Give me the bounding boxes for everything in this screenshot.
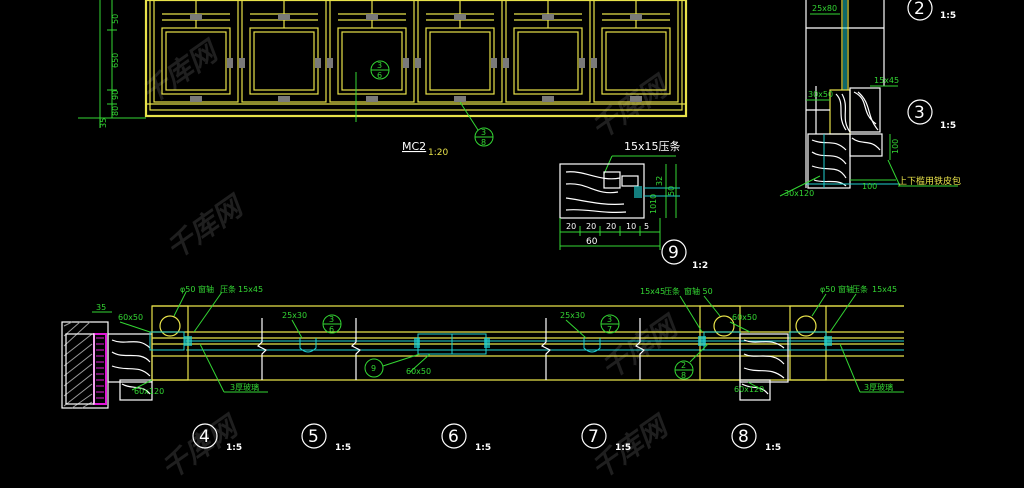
callout-scale: 1:2 xyxy=(692,261,708,271)
detail9-total: 60 xyxy=(586,237,598,247)
callout-5: 5 1:5 xyxy=(301,423,351,453)
bubble-ref: 3 xyxy=(481,128,486,137)
callout-number: 5 xyxy=(308,427,319,447)
detail9-dim: 20 xyxy=(586,222,596,231)
callout-number: 8 xyxy=(738,427,749,447)
watermark: 千库网 xyxy=(585,68,676,146)
detail9-dim: 32 xyxy=(655,176,664,186)
detail9-dim: 20 xyxy=(566,222,576,231)
callout-scale: 1:5 xyxy=(940,121,956,131)
bubble-ref: 7 xyxy=(607,325,612,334)
section-label: 压条 xyxy=(664,286,680,296)
callout-number: 3 xyxy=(914,103,925,123)
section-label: 15x45 xyxy=(872,285,897,294)
watermark: 千库网 xyxy=(160,188,251,266)
section-label: 25x30 xyxy=(282,311,307,320)
section-dim: 35 xyxy=(96,303,106,312)
section-label: 15x45 xyxy=(238,285,263,294)
callout-7: 7 1:5 xyxy=(581,423,631,453)
elev-dim-text: 50 xyxy=(111,14,120,24)
door-leaves xyxy=(153,0,679,103)
section-label: 压条 xyxy=(220,284,236,294)
section-label: 60x50 xyxy=(118,313,143,322)
section-label: 压条 xyxy=(852,284,868,294)
callout-3: 3 1:5 xyxy=(907,99,956,131)
section-label: φ50 窗轴 xyxy=(180,284,214,294)
bubble-ref: 3 xyxy=(377,61,382,70)
detail9-heading: 15x15压条 xyxy=(624,139,681,153)
watermark-layer: 千库网 千库网 千库网 千库网 千库网 千库网 xyxy=(135,33,686,486)
callout-8: 8 1:5 xyxy=(731,423,781,453)
drawing-title: MC2 xyxy=(402,140,426,153)
section-label: 60x50 xyxy=(406,367,431,376)
detail9-dim: 50 xyxy=(667,186,676,196)
callout-scale: 1:5 xyxy=(475,443,491,453)
door-elevation: 50 650 90 80 35 3 6 3 8 MC2 1:20 xyxy=(78,0,688,158)
detail9-dim: 10 xyxy=(649,204,658,214)
callout-scale: 1:5 xyxy=(940,11,956,21)
section-label: 60x120 xyxy=(134,387,164,396)
bubble-ref: 6 xyxy=(377,71,382,80)
bubble-ref: 2 xyxy=(681,361,686,370)
section-label: 15x45 xyxy=(640,287,665,296)
callout-scale: 1:5 xyxy=(765,443,781,453)
callout-9: 9 1:2 xyxy=(661,239,708,271)
elev-dim-text: 650 xyxy=(111,53,120,68)
section-label: φ50 窗轴 xyxy=(820,284,854,294)
callout-scale: 1:5 xyxy=(335,443,351,453)
detail3-label: 15x45 xyxy=(874,76,899,85)
break-lines xyxy=(256,318,646,380)
section-label: 25x30 xyxy=(560,311,585,320)
bubble-ref: 3 xyxy=(329,315,334,324)
bubble-ref: 9 xyxy=(371,364,376,373)
callout-scale: 1:5 xyxy=(226,443,242,453)
elev-dim-text: 90 xyxy=(111,90,120,100)
horizontal-section: 35 xyxy=(61,284,904,409)
callout-scale: 1:5 xyxy=(615,443,631,453)
hinge-blocks xyxy=(190,14,642,102)
bubble-ref: 8 xyxy=(681,371,686,380)
detail3-dim: 100 xyxy=(862,182,877,191)
section-label: 3厚玻璃 xyxy=(864,382,893,392)
detail9-dim: 10 xyxy=(649,194,658,204)
callouts: 2 1:5 3 1:5 9 1:2 4 1:5 5 1:5 6 1:5 xyxy=(192,0,956,453)
callout-6: 6 1:5 xyxy=(441,423,491,453)
callout-number: 7 xyxy=(588,427,599,447)
detail3-label: 30x50 xyxy=(808,90,833,99)
section-label: 3厚玻璃 xyxy=(230,382,259,392)
detail3-label: 25x80 xyxy=(812,4,837,13)
detail3-label: 30x120 xyxy=(784,189,814,198)
elev-dim-text: 35 xyxy=(99,118,108,128)
callout-4: 4 1:5 xyxy=(192,423,242,453)
detail9-dim: 20 xyxy=(606,222,616,231)
elev-dim-text: 80 xyxy=(111,106,120,116)
detail9-dim: 10 xyxy=(626,222,636,231)
section-label: 窗轴 50 xyxy=(684,286,713,296)
callout-2: 2 1:5 xyxy=(907,0,956,21)
section-label: 60x120 xyxy=(734,385,764,394)
drawing-scale: 1:20 xyxy=(428,148,448,158)
callout-number: 4 xyxy=(199,427,210,447)
elevation-dimensions: 50 650 90 80 35 xyxy=(78,0,146,128)
detail-9: 15x15压条 32 50 10 10 20 20 20 10 5 60 xyxy=(559,139,681,250)
bubble-ref: 8 xyxy=(481,138,486,147)
detail-3: 100 100 15x45 30x50 30x120 25x80 上下槛用铁皮包 xyxy=(779,0,961,198)
detail3-dim: 100 xyxy=(891,139,900,154)
bubble-ref: 6 xyxy=(329,325,334,334)
bubble-ref: 3 xyxy=(607,315,612,324)
detail3-note: 上下槛用铁皮包 xyxy=(898,175,961,187)
watermark: 千库网 xyxy=(135,33,226,111)
detail9-dim: 5 xyxy=(644,222,649,231)
callout-number: 9 xyxy=(668,243,679,263)
callout-number: 2 xyxy=(914,0,925,19)
callout-number: 6 xyxy=(448,427,459,447)
section-label: 60x50 xyxy=(732,313,757,322)
